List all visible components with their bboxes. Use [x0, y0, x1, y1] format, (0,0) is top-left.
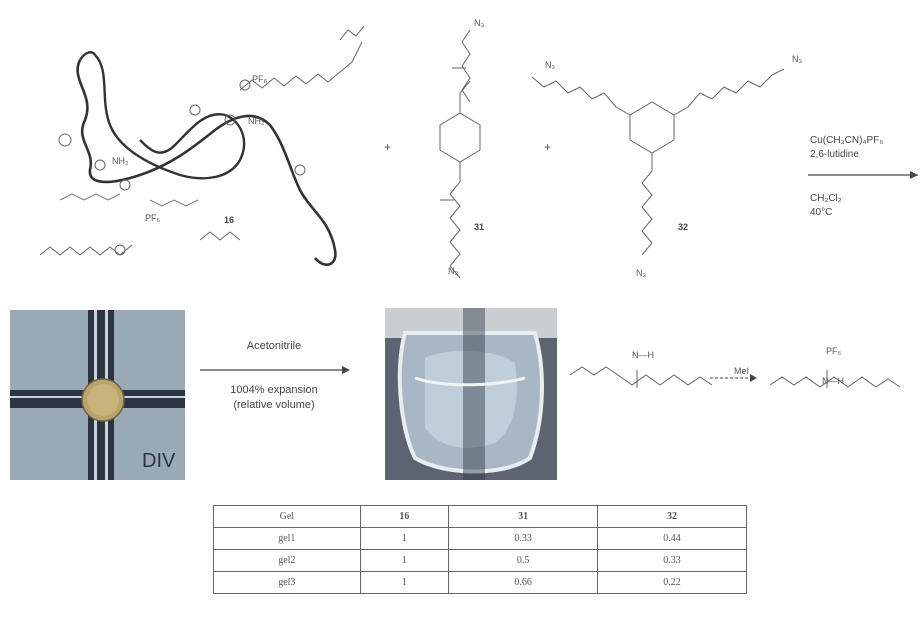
table-cell: 1	[359, 527, 450, 550]
table-cell: 0.66	[448, 571, 599, 594]
n3-label: N₃	[636, 268, 647, 278]
composition-table: Gel 16 31 32 gel1 1 0.33 0.44 gel2 1 0.5…	[213, 505, 747, 594]
pf6-label: PF₆	[252, 74, 268, 84]
compound-31-structure	[439, 29, 481, 279]
header-16: 16	[359, 505, 450, 528]
methylation-scheme	[569, 366, 901, 388]
condition-solvent: CH₂Cl₂	[810, 193, 842, 204]
table-cell: 1	[359, 571, 450, 594]
dry-gel-photo: DIV	[10, 310, 185, 480]
expansion-label: 1004% expansion	[230, 384, 318, 396]
expansion-note: (relative volume)	[233, 399, 315, 411]
table-row: gel1 1 0.33 0.44	[213, 527, 747, 550]
nh2-label: NH₂	[248, 116, 265, 126]
row-label: gel2	[213, 549, 361, 572]
swollen-gel-photo	[385, 308, 557, 480]
dry-gel-image	[10, 310, 185, 480]
row-label: gel3	[213, 571, 361, 594]
pf6-label: PF₆	[826, 346, 842, 356]
swelling-arrow	[200, 366, 350, 374]
table-cell: 1	[359, 549, 450, 572]
table-cell: 0.5	[448, 549, 599, 572]
swollen-gel-image	[385, 308, 557, 480]
reaction-arrow	[808, 171, 918, 179]
pf6-label: PF₆	[145, 213, 161, 223]
table-row: gel3 1 0.66 0.22	[213, 571, 747, 594]
reaction-scheme	[39, 25, 918, 279]
table-cell: 0.44	[597, 527, 747, 550]
row-label: gel1	[213, 527, 361, 550]
n3-label: N₃	[474, 18, 485, 28]
rotaxane-16-structure	[39, 25, 365, 266]
nh2-label: NH₂	[112, 156, 129, 166]
condition-base: 2,6-lutidine	[810, 149, 859, 160]
condition-temperature: 40°C	[810, 207, 833, 218]
condition-catalyst: Cu(CH₃CN)₄PF₆	[810, 135, 884, 146]
compound-label-31: 31	[474, 222, 485, 232]
header-gel: Gel	[213, 505, 361, 528]
table-header-row: Gel 16 31 32	[213, 505, 747, 528]
plus-sign: +	[384, 140, 392, 154]
table-row: gel2 1 0.5 0.33	[213, 549, 747, 572]
nh-label: N—H	[632, 350, 654, 360]
reagent-label: MeI	[734, 366, 750, 376]
n3-label: N₃	[792, 54, 803, 64]
compound-label-32: 32	[678, 222, 689, 232]
n3-label: N₃	[448, 266, 459, 276]
n3-label: N₃	[545, 60, 556, 70]
table-cell: 0.33	[597, 549, 747, 572]
header-32: 32	[597, 505, 747, 528]
methylation-arrow	[710, 374, 757, 382]
table-cell: 0.33	[448, 527, 599, 550]
table-cell: 0.22	[597, 571, 747, 594]
compound-label-16: 16	[224, 215, 235, 225]
header-31: 31	[448, 505, 599, 528]
solvent-label: Acetonitrile	[246, 340, 302, 352]
nh-label: N—H	[822, 376, 844, 386]
photo-background-text: DIV	[142, 450, 176, 472]
plus-sign: +	[544, 140, 552, 154]
compound-32-structure	[531, 68, 785, 256]
